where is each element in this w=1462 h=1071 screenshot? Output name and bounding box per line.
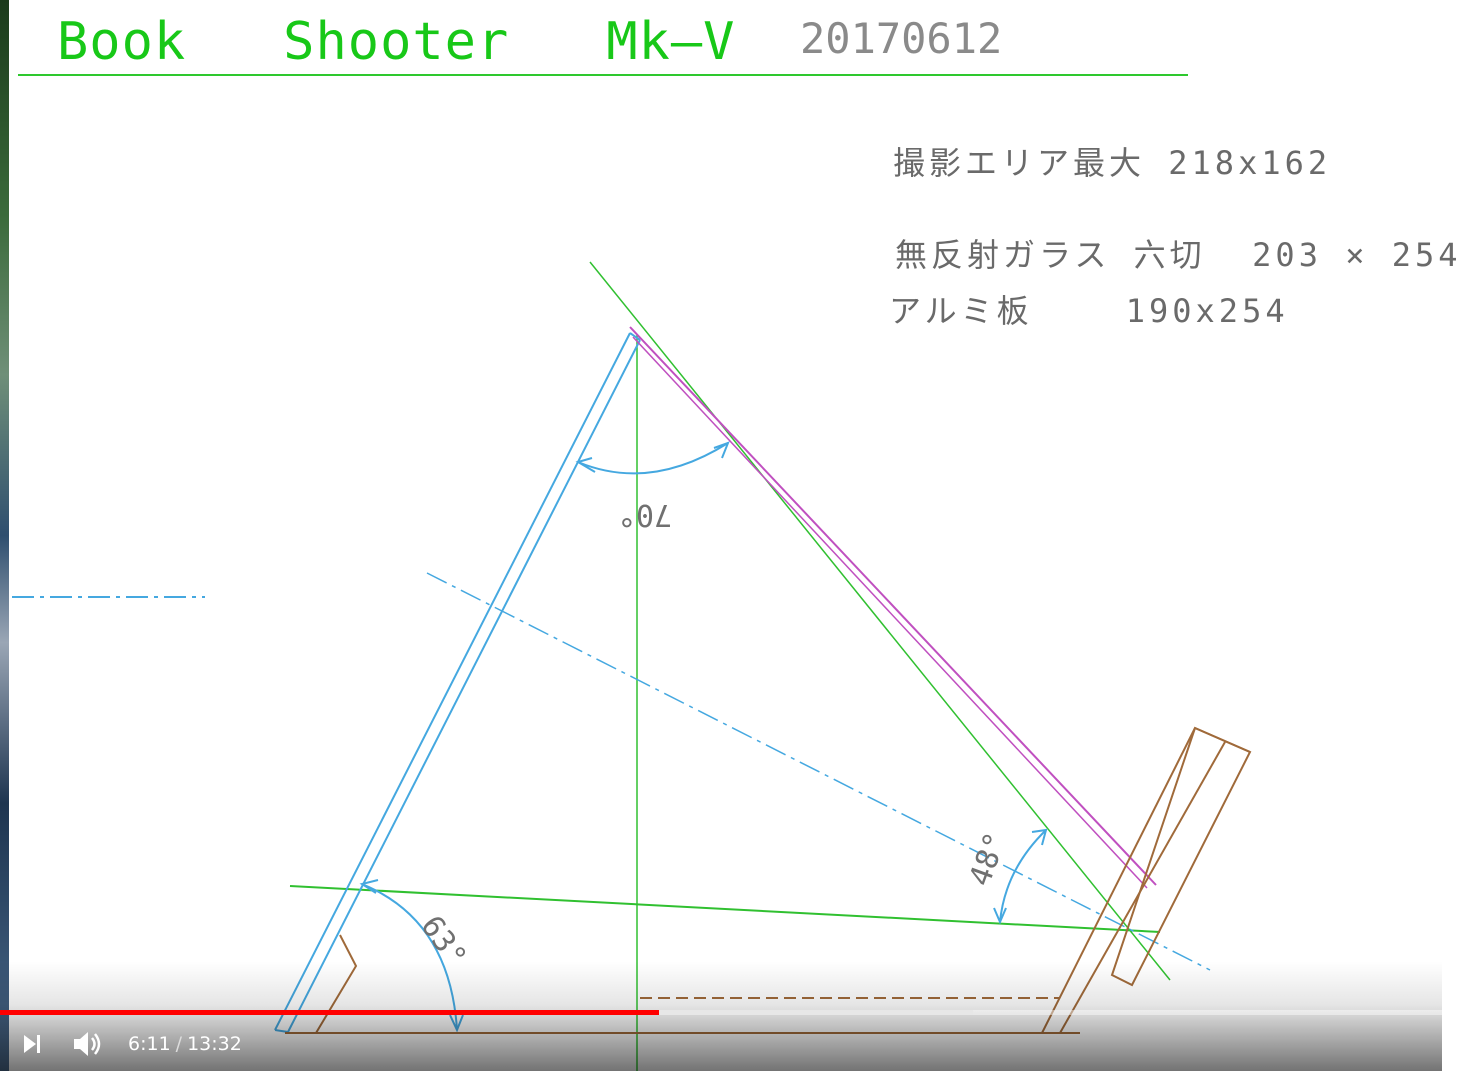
volume-button[interactable] [68, 1022, 108, 1066]
angle-arc-top [577, 442, 729, 475]
volume-icon [74, 1032, 101, 1056]
drawing-date: 20170612 [800, 14, 1003, 63]
angle-arrow-right-top [1031, 828, 1048, 846]
base-left-bracket [315, 934, 358, 1034]
right-stand-inner [1059, 741, 1226, 1034]
angle-arrow-top-right [713, 441, 730, 459]
angle-arrow-right-bottom [993, 907, 1007, 925]
angle-arc-right [999, 829, 1047, 923]
baseline-guide [289, 885, 1161, 933]
duration: 13:32 [187, 1033, 242, 1055]
time-separator: / [175, 1033, 183, 1055]
current-time: 6:11 [128, 1033, 171, 1055]
camera-arm-cap [629, 332, 641, 341]
progress-played [0, 1010, 659, 1015]
cad-drawing: 70° 63° 48° Book Shooter Mk—V 20170612 撮… [9, 0, 1458, 1071]
angle-label-left: 63° [413, 910, 473, 974]
angle-label-top: 70° [618, 497, 672, 532]
camera-arm-inner [287, 339, 641, 1033]
drawing-title: Book Shooter Mk—V [57, 12, 736, 72]
right-stand-top [1194, 727, 1251, 753]
next-button[interactable] [12, 1022, 52, 1066]
progress-bar[interactable] [0, 1010, 1442, 1015]
optical-axis [426, 572, 1211, 971]
player-controls: 6:11/13:32 [0, 1022, 1442, 1068]
next-icon [24, 1035, 40, 1053]
note-glass-size: 無反射ガラス 六切 203 × 254 [895, 236, 1462, 274]
time-display: 6:11/13:32 [128, 1033, 242, 1055]
right-stand-front [1041, 727, 1196, 1034]
angle-arrow-top-left [575, 457, 596, 473]
title-underline [18, 74, 1188, 76]
angle-label-right: 48° [963, 828, 1014, 891]
note-capture-area: 撮影エリア最大 218x162 [893, 144, 1332, 182]
glass-guide-line [589, 261, 1171, 981]
right-stand-outer [1110, 726, 1252, 987]
glass-plate-inner [632, 336, 1148, 889]
glass-plate-outer [629, 326, 1157, 886]
camera-arm-outer [274, 332, 631, 1031]
note-aluminum-plate: アルミ板 190x254 [889, 292, 1289, 330]
background-strip [0, 0, 9, 1071]
angle-arrow-left-top [359, 879, 379, 894]
